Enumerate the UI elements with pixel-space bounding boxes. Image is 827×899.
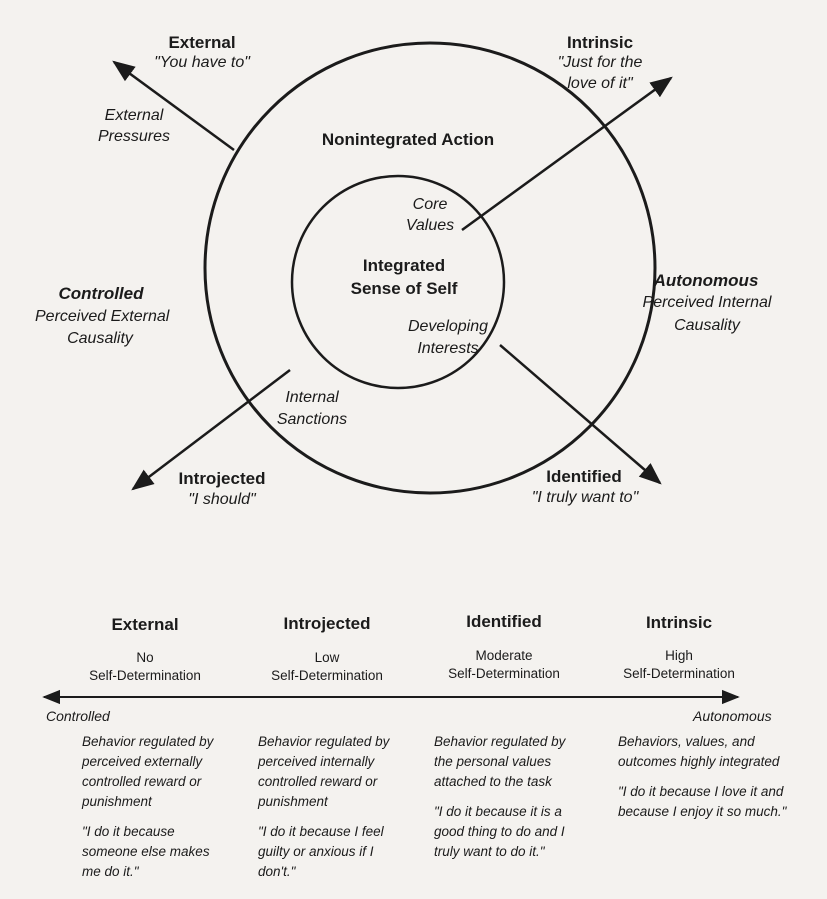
autonomous-title: Autonomous	[653, 271, 759, 290]
arrow-external	[112, 60, 235, 152]
external-title: External	[168, 33, 236, 52]
stage-level-introjected-line2: Self-Determination	[271, 668, 383, 683]
outer-circle	[203, 41, 657, 495]
inner-circle	[290, 174, 506, 390]
stage-quote-introjected: "I do it because I feel guilty or anxiou…	[258, 824, 384, 879]
controlled-line1: Perceived External	[35, 308, 170, 325]
developing-interests-line1: Developing	[407, 318, 489, 335]
stage-title-external: External	[111, 615, 179, 634]
stage-title-introjected: Introjected	[283, 614, 371, 633]
controlled-title: Controlled	[58, 284, 144, 303]
stage-level-intrinsic-line2: Self-Determination	[623, 666, 735, 681]
stage-level-identified-line1: Moderate	[475, 648, 533, 663]
arrow-identified	[499, 344, 662, 485]
stage-quote-external: "I do it because someone else makes me d…	[82, 824, 210, 879]
intrinsic-quote-line2: love of it"	[567, 75, 633, 92]
stage-description-introjected: Behavior regulated by perceived internal…	[258, 734, 390, 809]
stage-column-external: Behavior regulated by perceived external…	[82, 732, 232, 892]
arrow-introjected	[131, 369, 291, 491]
stage-column-identified: Behavior regulated by the personal value…	[434, 732, 586, 872]
autonomous-line1: Perceived Internal	[642, 294, 772, 311]
stage-title-identified: Identified	[466, 612, 542, 631]
internal-sanctions-line2: Sanctions	[276, 411, 348, 428]
identified-title: Identified	[546, 467, 622, 486]
stage-quote-identified: "I do it because it is a good thing to d…	[434, 804, 565, 859]
stage-level-introjected-line1: Low	[314, 650, 340, 665]
introjected-quote: "I should"	[188, 491, 256, 508]
stage-level-intrinsic-line1: High	[665, 648, 693, 663]
stage-description-identified: Behavior regulated by the personal value…	[434, 734, 566, 789]
intrinsic-quote-line1: "Just for the	[557, 54, 643, 71]
developing-interests-line2: Interests	[417, 340, 479, 357]
stage-level-external-line2: Self-Determination	[89, 668, 201, 683]
stage-level-external-line1: No	[136, 650, 154, 665]
stage-description-external: Behavior regulated by perceived external…	[82, 734, 214, 809]
arrow-intrinsic	[461, 76, 673, 232]
core-values-line1: Core	[412, 196, 448, 213]
integrated-line2: Sense of Self	[350, 279, 458, 298]
introjected-title: Introjected	[178, 469, 266, 488]
external-pressures-line1: External	[104, 107, 164, 124]
identified-quote: "I truly want to"	[531, 489, 639, 506]
controlled-line2: Causality	[67, 330, 133, 347]
internal-sanctions-line1: Internal	[285, 389, 339, 406]
nonintegrated-action-label: Nonintegrated Action	[321, 130, 495, 149]
stage-column-introjected: Behavior regulated by perceived internal…	[258, 732, 408, 892]
stage-title-intrinsic: Intrinsic	[645, 613, 713, 632]
stage-level-identified-line2: Self-Determination	[448, 666, 560, 681]
external-quote: "You have to"	[154, 54, 250, 71]
core-values-line2: Values	[405, 217, 455, 234]
intrinsic-title: Intrinsic	[566, 33, 634, 52]
stage-description-intrinsic: Behaviors, values, and outcomes highly i…	[618, 734, 780, 769]
integrated-line1: Integrated	[362, 256, 446, 275]
stage-column-intrinsic: Behaviors, values, and outcomes highly i…	[618, 732, 808, 832]
autonomous-line2: Causality	[674, 317, 740, 334]
continuum-left-label: Controlled	[46, 708, 110, 724]
stage-quote-intrinsic: "I do it because I love it and because I…	[618, 784, 787, 819]
continuum-right-label: Autonomous	[693, 708, 772, 724]
external-pressures-line2: Pressures	[97, 128, 171, 145]
